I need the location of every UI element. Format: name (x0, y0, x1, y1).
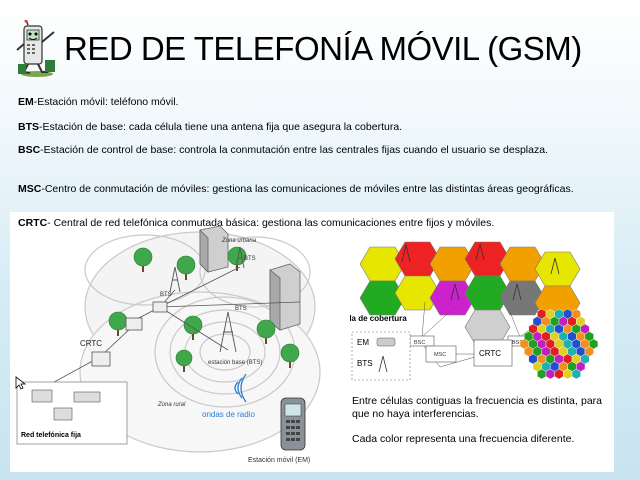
bts-tag: BTS (244, 256, 256, 262)
network-illustration: BTS BTS BTS Zona urbana estación base (B… (16, 225, 321, 464)
term-em: EM (18, 96, 34, 108)
definition-bts: BTS-Estación de base: cada célula tiene … (18, 121, 636, 134)
note-frequency: Entre células contiguas la frecuencia es… (352, 395, 602, 420)
mouse-cursor-icon (15, 376, 27, 390)
crtc-label-left: CRTC (80, 339, 102, 348)
term-msc: MSC (18, 183, 42, 195)
trees (108, 246, 300, 367)
term-crtc: CRTC (18, 217, 48, 229)
term-bsc: BSC (18, 144, 41, 156)
diagram-image: CRTC- Central de red telefónica conmutad… (10, 212, 614, 472)
bts-tag: BTS (160, 292, 172, 298)
crtc-label-right: CRTC (479, 349, 501, 358)
msc-label: MSC (434, 352, 446, 358)
term-bts: BTS (18, 121, 39, 133)
fixed-network-label: Red telefónica fija (21, 432, 81, 439)
mobile-station-label: Estación móvil (EM) (248, 457, 310, 464)
car-icon (376, 337, 396, 347)
tower-icon (378, 355, 388, 373)
text-crtc: - Central de red telefónica conmutada bá… (47, 217, 495, 229)
rural-zone-label: Zona rural (157, 402, 186, 408)
frequency-hex-grid (519, 308, 599, 380)
radio-waves-label: ondas de radio (202, 410, 255, 419)
page-title: RED DE TELEFONÍA MÓVIL (GSM) (64, 30, 582, 67)
hex-cell (571, 368, 581, 380)
em-label: EM (357, 338, 369, 347)
cartoon-phone-icon (16, 20, 55, 77)
definition-bsc: BSC-Estación de control de base: control… (18, 144, 636, 157)
text-bts: -Estación de base: cada célula tiene una… (39, 121, 403, 133)
text-msc: -Centro de conmutación de móviles: gesti… (41, 183, 574, 195)
text-bsc: -Estación de control de base: controla l… (40, 144, 548, 156)
definition-crtc: CRTC- Central de red telefónica conmutad… (18, 217, 494, 229)
radio-waves-icon (234, 373, 247, 403)
bsc-right-label: BSC (512, 340, 523, 346)
cell-coverage-label: Célula de cobertura (350, 314, 407, 323)
bts-label: BTS (357, 359, 373, 368)
fixed-network-box: Red telefónica fija (16, 381, 128, 445)
base-station-label: estación base (BTS) (208, 360, 262, 366)
core-network-diagram: EM BTS MSC CRTC (351, 331, 513, 381)
bsc-left-label: BSC (414, 340, 425, 346)
mobile-phone-icon (280, 397, 306, 451)
bts-tag: BTS (235, 306, 247, 312)
text-em: -Estación móvil: teléfono móvil. (33, 96, 179, 108)
note-color: Cada color representa una frecuencia dif… (352, 433, 575, 445)
definition-msc: MSC-Centro de conmutación de móviles: ge… (18, 183, 636, 196)
urban-zone-label: Zona urbana (221, 238, 257, 244)
cell-antennas (401, 243, 560, 301)
definition-em: EM-Estación móvil: teléfono móvil. (18, 96, 636, 109)
buildings (199, 225, 301, 331)
